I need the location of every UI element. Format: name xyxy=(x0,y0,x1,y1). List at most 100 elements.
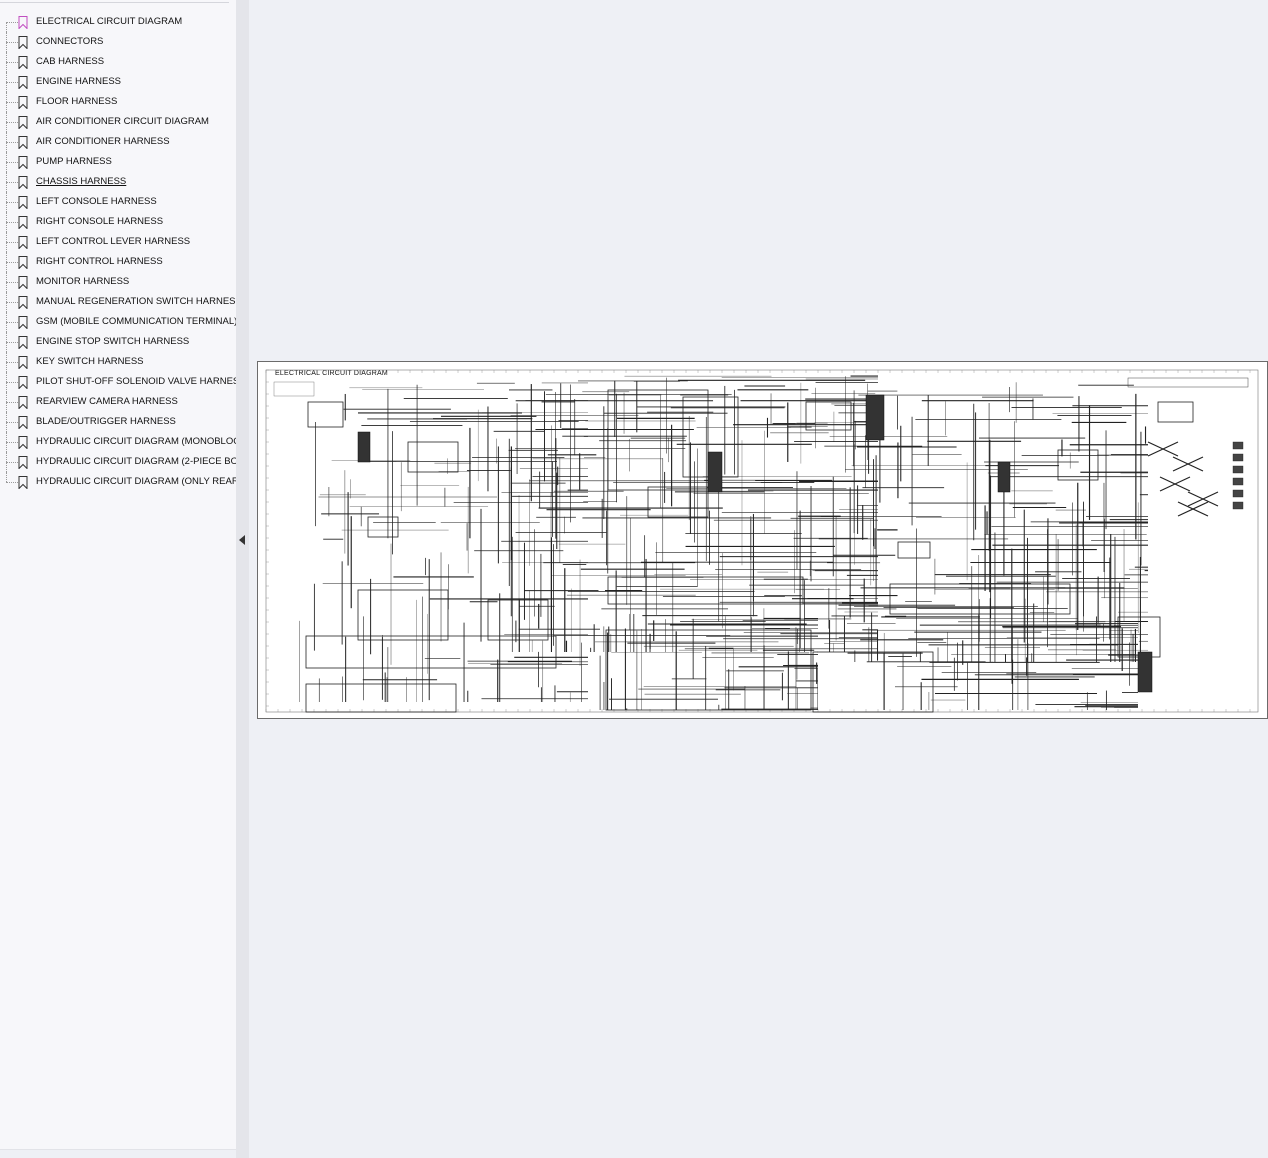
panel-splitter[interactable] xyxy=(236,0,249,1158)
schematic-stroke xyxy=(305,635,557,669)
bookmark-icon xyxy=(18,416,28,429)
bookmark-icon xyxy=(18,136,28,149)
schematic-stroke xyxy=(1057,449,1099,481)
bookmark-item[interactable]: CHASSIS HARNESS xyxy=(0,172,236,192)
tree-line xyxy=(6,402,18,403)
bookmark-item[interactable]: FLOOR HARNESS xyxy=(0,92,236,112)
tree-line xyxy=(6,362,18,363)
bookmark-icon xyxy=(18,96,28,109)
bookmark-text: KEY SWITCH HARNESS xyxy=(36,356,144,367)
bookmark-icon xyxy=(18,376,28,389)
tree-line xyxy=(6,22,18,23)
tree-line xyxy=(6,102,18,103)
bookmark-label: RIGHT CONSOLE HARNESS xyxy=(36,212,236,232)
bookmark-label: AIR CONDITIONER HARNESS xyxy=(36,132,236,152)
schematic-stroke xyxy=(1147,441,1179,457)
bookmark-item[interactable]: LEFT CONSOLE HARNESS xyxy=(0,192,236,212)
bookmark-item[interactable]: ENGINE STOP SWITCH HARNESS xyxy=(0,332,236,352)
bookmark-item[interactable]: CONNECTORS xyxy=(0,32,236,52)
bookmark-text: BLADE/OUTRIGGER HARNESS xyxy=(36,416,176,427)
bookmark-label: HYDRAULIC CIRCUIT DIAGRAM (MONOBLOCK BOO xyxy=(36,432,236,452)
schematic-stroke xyxy=(1117,616,1161,658)
bookmark-label: ELECTRICAL CIRCUIT DIAGRAM xyxy=(36,12,236,32)
schematic-stroke xyxy=(307,401,344,428)
document-viewer[interactable]: ELECTRICAL CIRCUIT DIAGRAM xyxy=(249,0,1268,1158)
bookmark-list: ELECTRICAL CIRCUIT DIAGRAM CONNECTORS CAB … xyxy=(0,12,236,492)
tree-line xyxy=(6,62,18,63)
schematic-stroke xyxy=(1187,491,1219,507)
bookmark-label: HYDRAULIC CIRCUIT DIAGRAM (ONLY REAR BLA… xyxy=(36,472,236,492)
schematic-stroke xyxy=(865,394,885,441)
bookmark-text: CAB HARNESS xyxy=(36,56,105,67)
bookmark-text: LEFT CONSOLE HARNESS xyxy=(36,196,157,207)
schematic-stroke xyxy=(707,451,723,493)
bookmark-item[interactable]: AIR CONDITIONER HARNESS xyxy=(0,132,236,152)
bookmark-text: MONITOR HARNESS xyxy=(36,276,130,287)
bookmark-icon xyxy=(18,456,28,469)
tree-line xyxy=(6,302,18,303)
schematic-stroke xyxy=(305,683,457,713)
bookmark-label: REARVIEW CAMERA HARNESS xyxy=(36,392,236,412)
bookmark-text: ELECTRICAL CIRCUIT DIAGRAM xyxy=(36,16,183,27)
bookmarks-panel: ELECTRICAL CIRCUIT DIAGRAM CONNECTORS CAB … xyxy=(0,0,236,1150)
bookmark-label: CHASSIS HARNESS xyxy=(36,172,236,192)
schematic-stroke xyxy=(1232,465,1244,474)
bookmark-text: REARVIEW CAMERA HARNESS xyxy=(36,396,178,407)
bookmark-text: AIR CONDITIONER CIRCUIT DIAGRAM xyxy=(36,116,209,127)
bookmark-icon xyxy=(18,316,28,329)
bookmark-item[interactable]: PUMP HARNESS xyxy=(0,152,236,172)
tree-line xyxy=(6,442,18,443)
tree-line xyxy=(6,242,18,243)
bookmark-text: RIGHT CONSOLE HARNESS xyxy=(36,216,164,227)
collapse-panel-icon[interactable] xyxy=(239,535,245,545)
bookmark-item[interactable]: AIR CONDITIONER CIRCUIT DIAGRAM xyxy=(0,112,236,132)
tree-line xyxy=(6,122,18,123)
bookmark-icon xyxy=(18,56,28,69)
bookmark-text: CHASSIS HARNESS xyxy=(36,176,127,187)
schematic-stroke xyxy=(997,461,1011,493)
bookmark-item[interactable]: ENGINE HARNESS xyxy=(0,72,236,92)
bookmark-item[interactable]: KEY SWITCH HARNESS xyxy=(0,352,236,372)
bookmark-item[interactable]: PILOT SHUT-OFF SOLENOID VALVE HARNESS xyxy=(0,372,236,392)
bookmark-label: CONNECTORS xyxy=(36,32,236,52)
schematic-stroke xyxy=(889,583,1071,615)
bookmark-label: LEFT CONTROL LEVER HARNESS xyxy=(36,232,236,252)
bookmark-icon xyxy=(18,156,28,169)
bookmark-icon xyxy=(18,76,28,89)
schematic-stroke xyxy=(487,599,549,641)
schematic-stroke xyxy=(605,629,812,711)
bookmark-item[interactable]: RIGHT CONSOLE HARNESS xyxy=(0,212,236,232)
bookmark-text: PUMP HARNESS xyxy=(36,156,112,167)
panel-divider xyxy=(0,2,229,3)
bookmark-item[interactable]: ELECTRICAL CIRCUIT DIAGRAM xyxy=(0,12,236,32)
schematic-stroke xyxy=(1157,401,1194,423)
bookmark-text: GSM (MOBILE COMMUNICATION TERMINAL) HAR xyxy=(36,316,236,327)
bookmark-text: RIGHT CONTROL HARNESS xyxy=(36,256,163,267)
tree-line xyxy=(6,472,7,482)
bookmark-label: BLADE/OUTRIGGER HARNESS xyxy=(36,412,236,432)
schematic-stroke xyxy=(265,369,1259,713)
tree-line xyxy=(6,162,18,163)
schematic-stroke xyxy=(1127,377,1249,388)
bookmark-item[interactable]: BLADE/OUTRIGGER HARNESS xyxy=(0,412,236,432)
bookmark-label: LEFT CONSOLE HARNESS xyxy=(36,192,236,212)
bookmark-text: ENGINE HARNESS xyxy=(36,76,121,87)
bookmark-item[interactable]: MONITOR HARNESS xyxy=(0,272,236,292)
bookmark-item[interactable]: HYDRAULIC CIRCUIT DIAGRAM (2-PIECE BOOM)… xyxy=(0,452,236,472)
bookmark-item[interactable]: CAB HARNESS xyxy=(0,52,236,72)
tree-line xyxy=(6,462,18,463)
bookmark-label: PUMP HARNESS xyxy=(36,152,236,172)
bookmark-item[interactable]: LEFT CONTROL LEVER HARNESS xyxy=(0,232,236,252)
bookmark-text: HYDRAULIC CIRCUIT DIAGRAM (ONLY REAR BLA… xyxy=(36,476,236,487)
bookmark-item[interactable]: REARVIEW CAMERA HARNESS xyxy=(0,392,236,412)
bookmark-label: CAB HARNESS xyxy=(36,52,236,72)
schematic-stroke xyxy=(367,516,399,538)
bookmark-item[interactable]: GSM (MOBILE COMMUNICATION TERMINAL) HAR xyxy=(0,312,236,332)
bookmark-item[interactable]: RIGHT CONTROL HARNESS xyxy=(0,252,236,272)
bookmark-item[interactable]: HYDRAULIC CIRCUIT DIAGRAM (ONLY REAR BLA… xyxy=(0,472,236,492)
bookmark-icon xyxy=(18,396,28,409)
bookmark-icon xyxy=(18,16,28,29)
bookmark-item[interactable]: MANUAL REGENERATION SWITCH HARNESS xyxy=(0,292,236,312)
bookmark-text: CONNECTORS xyxy=(36,36,104,47)
bookmark-item[interactable]: HYDRAULIC CIRCUIT DIAGRAM (MONOBLOCK BOO xyxy=(0,432,236,452)
